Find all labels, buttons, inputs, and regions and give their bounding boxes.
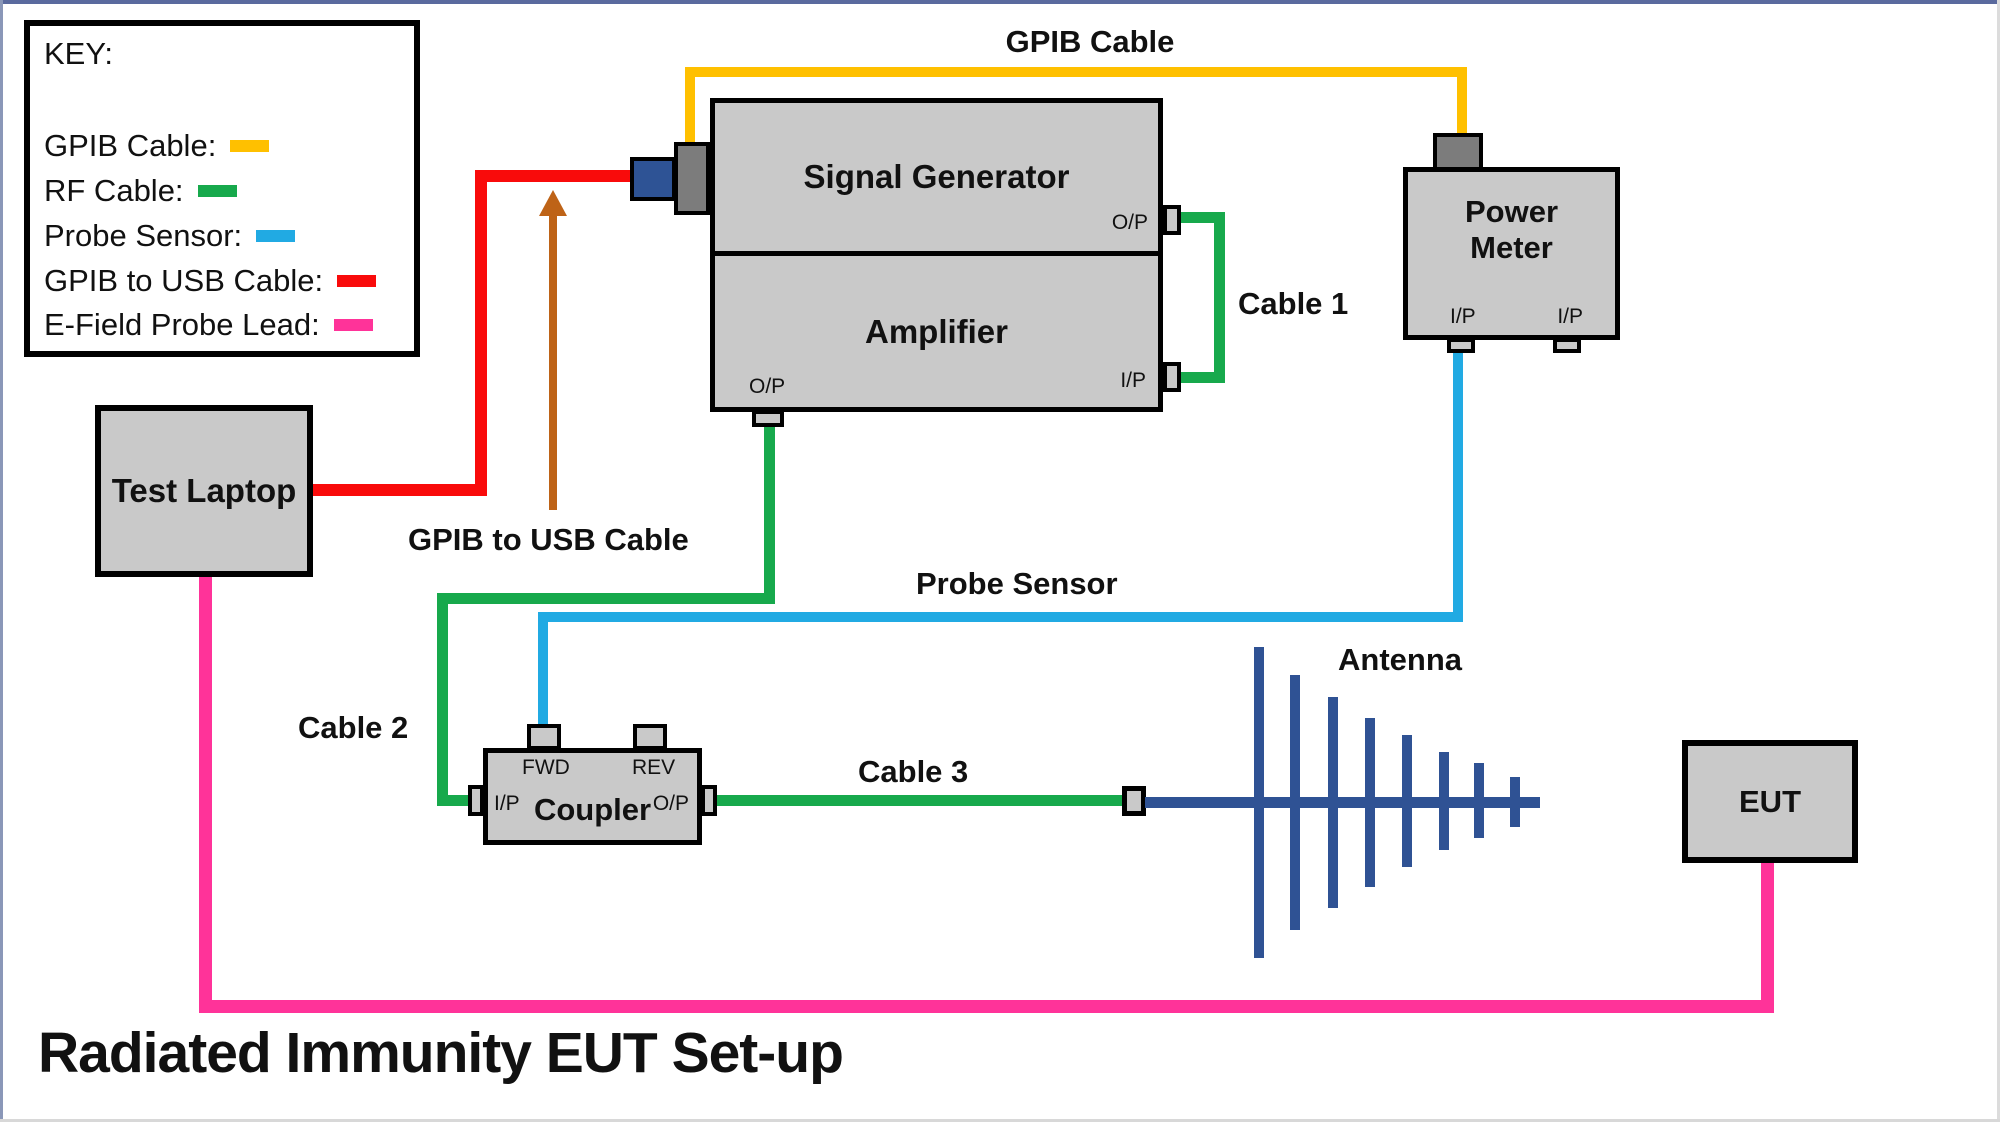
amplifier-ip-label: I/P [1120,369,1146,392]
power-meter-ip-left-port [1447,338,1475,353]
key-item: Probe Sensor: [44,218,296,254]
gpib-usb-cable-segment [475,170,487,496]
gpib-usb-cable-label: GPIB to USB Cable [408,522,689,557]
cable1-segment [1181,212,1225,223]
key-item: E-Field Probe Lead: [44,307,373,343]
test-laptop-label: Test Laptop [111,472,297,510]
signal-generator-op-label: O/P [1111,211,1148,234]
gpib-cable-segment [1457,67,1467,137]
key-legend-box: KEY: GPIB Cable: RF Cable: Probe Sensor:… [24,20,420,357]
antenna-feed-connector [1122,786,1146,816]
pointer-arrow-shaft [549,212,557,510]
coupler-op-label: O/P [652,792,689,815]
cable1-label: Cable 1 [1238,286,1349,321]
coupler-box: FWD REV I/P Coupler O/P [483,748,702,845]
coupler-ip-port [468,785,484,816]
key-item-label: GPIB to USB Cable: [44,263,324,298]
key-title: KEY: [44,36,113,71]
power-meter-ip-right-port [1553,338,1581,353]
power-meter-label: Power Meter [1465,194,1558,265]
bottom-border-line [0,1119,2000,1122]
gpib-adapter-block [674,142,710,215]
key-item-label: E-Field Probe Lead: [44,307,320,342]
top-border-line [0,0,2000,4]
e-field-probe-lead-segment [1761,860,1774,1013]
amplifier-ip-port [1163,362,1181,392]
gpib-usb-cable-segment [475,170,635,182]
cable2-label: Cable 2 [298,710,409,745]
gpib-cable-label: GPIB Cable [1005,24,1175,59]
e-field-probe-lead-segment [199,1000,1774,1013]
right-border-line [1997,0,2000,1122]
power-meter-ip-right-label: I/P [1557,305,1583,328]
gpib-cable-segment [685,70,695,146]
usb-connector-block [630,157,676,201]
antenna-element [1439,752,1449,850]
coupler-fwd-label: FWD [522,756,570,779]
coupler-op-port [701,785,717,816]
coupler-ip-label: I/P [494,792,520,815]
antenna-element [1474,763,1484,838]
gpib-usb-color-swatch [337,275,377,287]
cable2-segment [437,593,448,806]
cable2-segment [764,420,775,604]
e-field-color-swatch [333,319,373,331]
amplifier-box: Amplifier I/P O/P [710,251,1163,412]
key-item-label: GPIB Cable: [44,128,217,163]
amplifier-op-label: O/P [749,375,786,398]
key-item-label: RF Cable: [44,173,184,208]
gpib-cable-color-swatch [230,140,270,152]
key-item: GPIB to USB Cable: [44,263,377,299]
probe-sensor-color-swatch [256,230,296,242]
cable1-segment [1181,372,1225,383]
power-meter-ip-left-label: I/P [1450,305,1476,328]
coupler-rev-label: REV [632,756,676,779]
antenna-boom [1145,797,1540,808]
key-item-label: Probe Sensor: [44,218,243,253]
power-meter-label-line1: Power [1464,194,1559,229]
antenna-element [1254,647,1264,958]
antenna-element [1328,697,1338,908]
signal-generator-box: Signal Generator O/P [710,98,1163,256]
antenna-element [1510,777,1520,827]
rf-cable-color-swatch [197,185,237,197]
power-meter-gpib-connector [1433,133,1483,171]
cable2-segment [437,795,473,806]
antenna-element [1290,675,1300,930]
antenna-element [1402,735,1412,867]
coupler-label: Coupler [533,791,652,827]
cable2-segment [437,593,775,604]
probe-sensor-segment [1453,350,1463,622]
probe-sensor-label: Probe Sensor [916,566,1118,601]
cable1-segment [1214,212,1225,383]
probe-sensor-segment [538,612,548,728]
eut-box: EUT [1682,740,1858,863]
left-border-line [0,0,3,1122]
cable3-label: Cable 3 [858,754,969,789]
amplifier-op-port [752,410,784,427]
power-meter-label-line2: Meter [1470,229,1553,265]
power-meter-box: Power Meter I/P I/P [1403,167,1620,340]
signal-generator-label: Signal Generator [803,158,1070,196]
e-field-probe-lead-segment [199,575,212,1013]
coupler-fwd-port [527,724,561,750]
signal-generator-op-port [1163,205,1181,235]
probe-sensor-segment [538,612,1463,622]
key-item: RF Cable: [44,173,237,209]
page-title: Radiated Immunity EUT Set-up [38,1021,844,1085]
coupler-rev-port [633,724,667,750]
cable3-segment [714,795,1126,806]
gpib-usb-cable-segment [310,484,487,496]
antenna-label: Antenna [1338,642,1462,677]
key-item: GPIB Cable: [44,128,270,164]
amplifier-label: Amplifier [864,312,1009,350]
gpib-cable-segment [685,67,1467,77]
eut-label: EUT [1739,783,1801,819]
antenna-element [1365,718,1375,887]
test-laptop-box: Test Laptop [95,405,313,577]
pointer-arrow-head [539,190,567,216]
